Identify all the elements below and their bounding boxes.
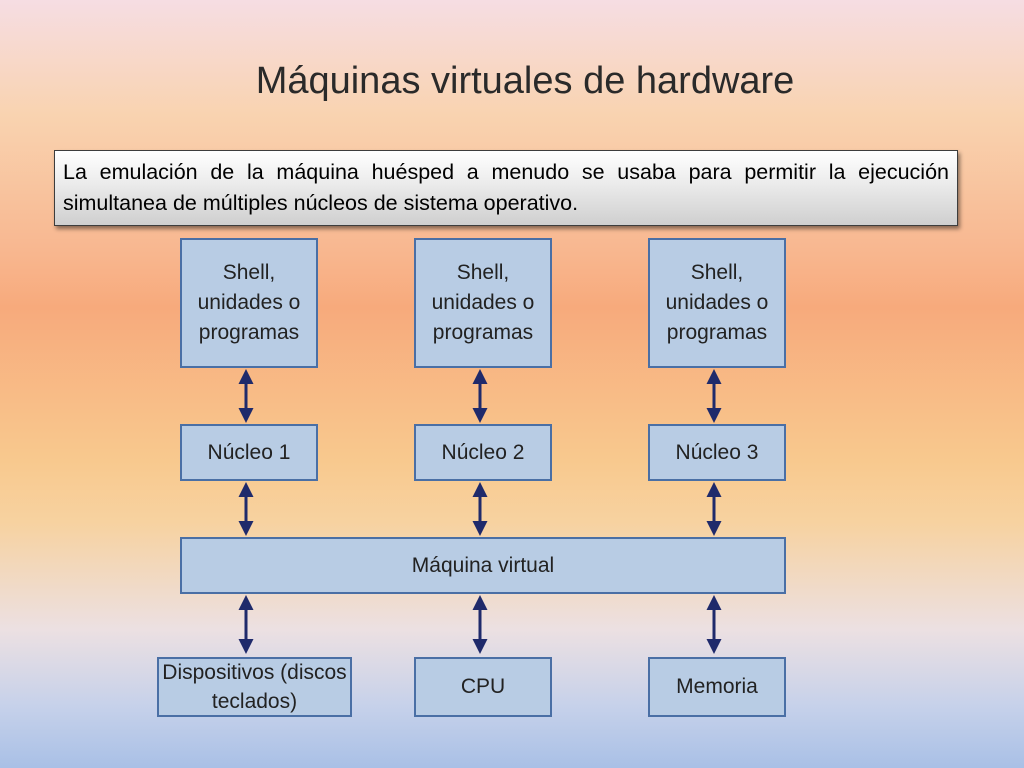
shell-box-1-label: Shell, unidades o programas bbox=[197, 261, 301, 344]
virtual-machine-label: Máquina virtual bbox=[411, 553, 555, 577]
cpu-box-label: CPU bbox=[460, 675, 506, 698]
kernel-box-1-label: Núcleo 1 bbox=[207, 440, 291, 464]
memory-box: Memoria bbox=[648, 657, 786, 717]
shell-box-3: Shell, unidades o programas bbox=[648, 238, 786, 368]
devices-box: Dispositivos (discos teclados) bbox=[157, 657, 352, 717]
slide-title: Máquinas virtuales de hardware bbox=[255, 60, 795, 102]
memory-box-label: Memoria bbox=[676, 675, 758, 698]
kernel-box-3: Núcleo 3 bbox=[648, 424, 786, 481]
description-callout: La emulación de la máquina huésped a men… bbox=[54, 150, 958, 226]
cpu-box: CPU bbox=[414, 657, 552, 717]
virtual-machine-box: Máquina virtual bbox=[180, 537, 786, 594]
kernel-box-2-label: Núcleo 2 bbox=[441, 440, 525, 464]
kernel-box-3-label: Núcleo 3 bbox=[675, 440, 759, 464]
shell-box-3-label: Shell, unidades o programas bbox=[665, 261, 769, 344]
shell-box-2: Shell, unidades o programas bbox=[414, 238, 552, 368]
kernel-box-1: Núcleo 1 bbox=[180, 424, 318, 481]
kernel-box-2: Núcleo 2 bbox=[414, 424, 552, 481]
devices-box-label: Dispositivos (discos teclados) bbox=[162, 661, 347, 713]
shell-box-2-label: Shell, unidades o programas bbox=[431, 261, 535, 344]
shell-box-1: Shell, unidades o programas bbox=[180, 238, 318, 368]
